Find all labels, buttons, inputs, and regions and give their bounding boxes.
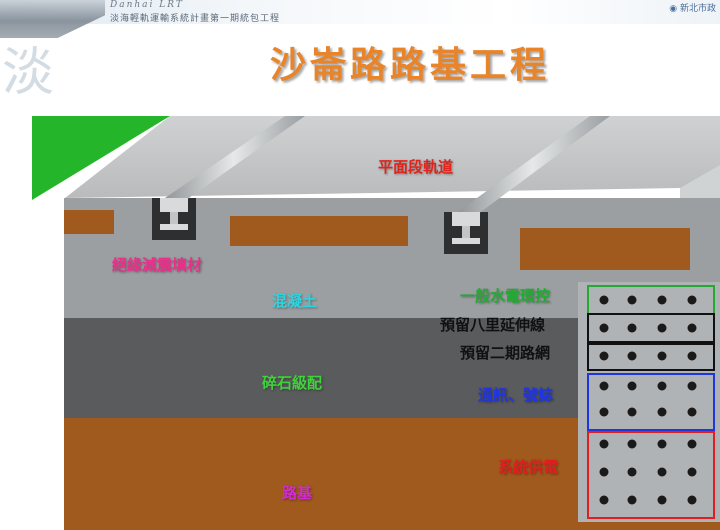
conduit-dot xyxy=(627,295,637,305)
rail-head xyxy=(160,198,188,212)
conduit-dot xyxy=(599,381,609,391)
rail xyxy=(455,116,610,214)
conduit-dot xyxy=(657,351,667,361)
org-name: ◉ 新北市政 xyxy=(669,4,716,14)
conduit-dot xyxy=(627,351,637,361)
insulation-label: 絕緣減震填材 xyxy=(112,256,203,274)
track-label: 平面段軌道 xyxy=(378,158,454,176)
org-name-text: 新北市政 xyxy=(679,4,716,14)
conduit-dot xyxy=(687,495,697,505)
grass-area xyxy=(32,116,170,200)
conduit-dot xyxy=(599,323,609,333)
conduit-dot xyxy=(627,467,637,477)
conduit-dot xyxy=(599,295,609,305)
project-name: 淡海輕軌運輸系統計畫第一期統包工程 xyxy=(110,14,281,24)
conduit-dots xyxy=(599,295,697,505)
conduit-dot xyxy=(599,351,609,361)
conduit-power-label: 系統供電 xyxy=(498,458,559,476)
conduit-dot xyxy=(627,439,637,449)
page-title: 沙崙路路基工程 xyxy=(269,44,550,86)
rail-web xyxy=(462,226,470,238)
conduit-dot xyxy=(657,439,667,449)
logo-text: Danhai LRT xyxy=(110,0,184,10)
conduit-dot xyxy=(687,467,697,477)
conduit-dot xyxy=(599,439,609,449)
conduit-dot xyxy=(687,351,697,361)
conduit-dot xyxy=(657,381,667,391)
conduit-dot xyxy=(687,439,697,449)
conduit-dot xyxy=(599,495,609,505)
conduit-dot xyxy=(687,295,697,305)
right-curb xyxy=(680,165,720,205)
conduit-bali-label: 預留八里延伸線 xyxy=(440,316,546,334)
insulation-strip xyxy=(230,216,408,246)
conduit-dot xyxy=(627,381,637,391)
conduit-dot xyxy=(627,323,637,333)
rail-foot xyxy=(160,224,188,230)
rail-foot xyxy=(452,238,480,244)
insulation-strip xyxy=(64,210,114,234)
conduit-dot xyxy=(657,323,667,333)
subgrade-label: 路基 xyxy=(282,484,313,502)
header-bar: Danhai LRT 淡海輕軌運輸系統計畫第一期統包工程 ◉ 新北市政 xyxy=(0,0,720,24)
conduit-dot xyxy=(687,407,697,417)
gravel-label: 碎石級配 xyxy=(262,374,323,392)
top-surface xyxy=(65,116,720,198)
insulation-strip xyxy=(520,228,690,270)
duct-bank xyxy=(578,282,720,522)
watermark-char: 淡 xyxy=(2,43,55,103)
rail xyxy=(162,116,305,200)
conduit-dot xyxy=(657,407,667,417)
conduit-dot xyxy=(657,495,667,505)
conduit-box-phase2 xyxy=(587,343,715,371)
rail-head xyxy=(452,212,480,226)
conduit-phase2-label: 預留二期路網 xyxy=(460,344,551,362)
conduit-box-bali xyxy=(587,313,715,343)
rail-web xyxy=(170,212,178,224)
conduit-box-comm xyxy=(587,373,715,431)
conduit-dot xyxy=(627,495,637,505)
conduit-dot xyxy=(657,295,667,305)
conduit-dot xyxy=(599,467,609,477)
conduit-box-power xyxy=(587,431,715,519)
conduit-dot xyxy=(687,381,697,391)
conduit-general-label: 一般水電環控 xyxy=(460,287,551,305)
conduit-dot xyxy=(627,407,637,417)
concrete-label: 混凝土 xyxy=(272,292,318,310)
conduit-dot xyxy=(687,323,697,333)
conduit-dot xyxy=(657,467,667,477)
conduit-dot xyxy=(599,407,609,417)
conduit-comm-label: 通訊、號誌 xyxy=(478,386,554,404)
